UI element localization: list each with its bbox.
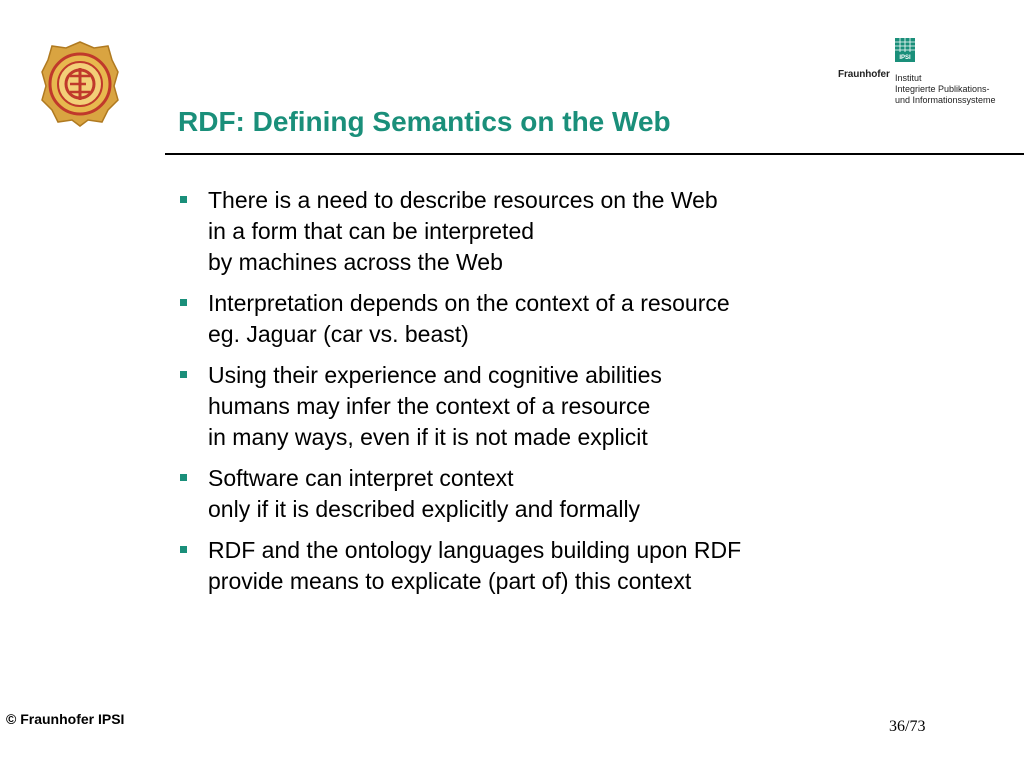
institute-line: Institut	[895, 73, 922, 83]
institute-name: Institut Integrierte Publikations- und I…	[895, 73, 996, 106]
university-seal-icon	[40, 40, 120, 128]
square-bullet-icon	[180, 546, 187, 553]
square-bullet-icon	[180, 474, 187, 481]
bullet-text-line: There is a need to describe resources on…	[208, 187, 718, 213]
bullet-text-line: in many ways, even if it is not made exp…	[208, 424, 648, 450]
ipsi-mark-icon: IPSI	[895, 38, 915, 62]
bullet-text-line: only if it is described explicitly and f…	[208, 496, 641, 522]
bullet-item: Software can interpret context only if it…	[178, 463, 898, 525]
bullet-text-line: Using their experience and cognitive abi…	[208, 362, 662, 388]
bullet-text-line: humans may infer the context of a resour…	[208, 393, 651, 419]
square-bullet-icon	[180, 196, 187, 203]
bullet-text-line: provide means to explicate (part of) thi…	[208, 568, 692, 594]
bullet-item: Interpretation depends on the context of…	[178, 288, 898, 350]
fraunhofer-ipsi-logo: IPSI Fraunhofer Institut Integrierte Pub…	[838, 38, 1008, 110]
fraunhofer-wordmark: Fraunhofer	[838, 69, 890, 80]
square-bullet-icon	[180, 299, 187, 306]
bullet-item: RDF and the ontology languages building …	[178, 535, 898, 597]
bullet-list: There is a need to describe resources on…	[178, 185, 898, 607]
square-bullet-icon	[180, 371, 187, 378]
ipsi-mark-text: IPSI	[899, 55, 911, 61]
title-divider	[165, 153, 1024, 155]
bullet-text-line: eg. Jaguar (car vs. beast)	[208, 321, 469, 347]
bullet-text-line: Software can interpret context	[208, 465, 514, 491]
bullet-text-line: Interpretation depends on the context of…	[208, 290, 730, 316]
bullet-text-line: by machines across the Web	[208, 249, 503, 275]
slide-title: RDF: Defining Semantics on the Web	[178, 106, 671, 137]
bullet-text-line: in a form that can be interpreted	[208, 218, 535, 244]
copyright-footer: © Fraunhofer IPSI	[6, 711, 125, 727]
institute-line: Integrierte Publikations-	[895, 84, 990, 94]
page-number: 36/73	[889, 718, 926, 735]
bullet-item: There is a need to describe resources on…	[178, 185, 898, 278]
bullet-text-line: RDF and the ontology languages building …	[208, 537, 742, 563]
institute-line: und Informationssysteme	[895, 95, 996, 105]
bullet-item: Using their experience and cognitive abi…	[178, 360, 898, 453]
